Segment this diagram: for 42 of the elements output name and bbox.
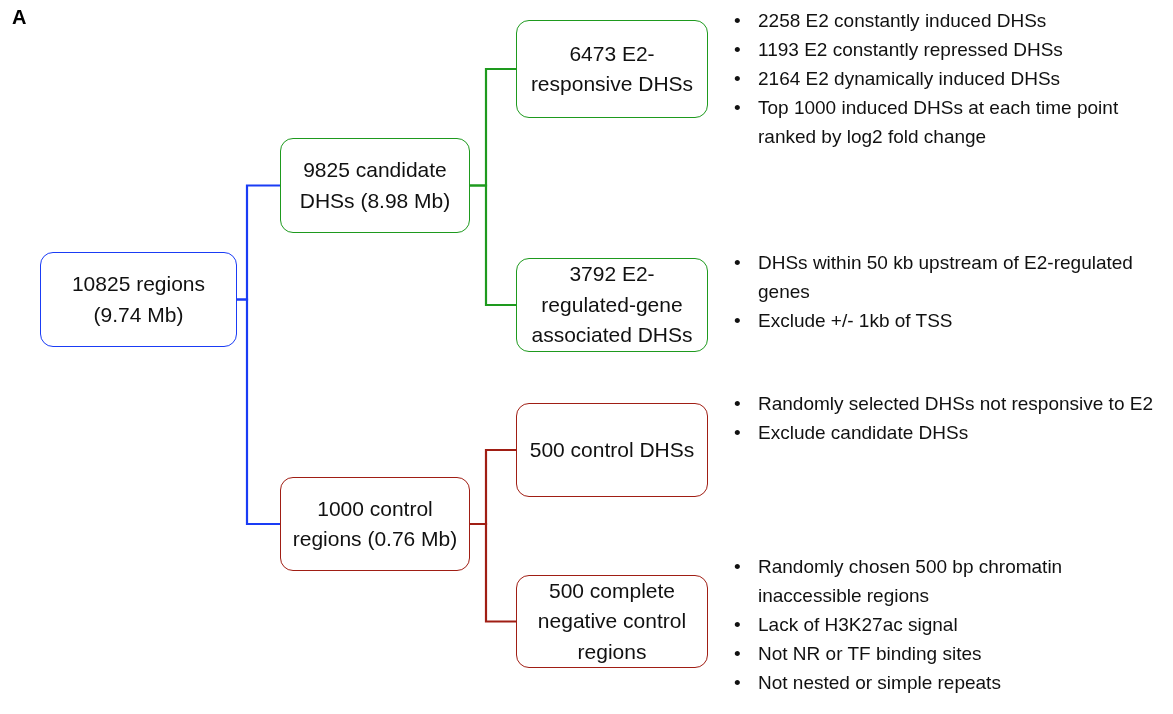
rounded-box (516, 575, 708, 668)
rounded-box (280, 477, 470, 571)
bullet-text: Not NR or TF binding sites (758, 642, 983, 666)
bullet-mark: • (733, 96, 742, 120)
bullet-text: Randomly selected DHSs not responsive to E2 (758, 392, 1154, 416)
rounded-box (40, 252, 237, 347)
rounded-box (280, 138, 470, 233)
bullet-mark: • (733, 642, 742, 666)
box-text: 6473 E2-responsive DHSs (529, 40, 695, 97)
rounded-box (516, 20, 708, 118)
bracket-connector (470, 522, 516, 623)
bullet-text: 2258 E2 constantly induced DHSs (758, 9, 1048, 33)
box-text: 500 complete negative control regions (536, 577, 688, 665)
bullet-mark: • (733, 67, 742, 91)
bullet-mark: • (733, 9, 742, 33)
rounded-box (516, 403, 708, 497)
bullet-text: Not nested or simple repeats (758, 671, 1002, 695)
box-text: 10825 regions (9.74 Mb) (70, 271, 207, 328)
bullet-text: Lack of H3K27ac signal (758, 613, 959, 637)
bullet-mark: • (733, 38, 742, 62)
panel-letter: A (12, 6, 27, 29)
bullet-text: 1193 E2 constantly repressed DHSs (758, 38, 1064, 62)
box-text: 1000 control regions (0.76 Mb) (291, 495, 459, 552)
bullet-mark: • (733, 671, 742, 695)
bullet-mark: • (733, 421, 742, 445)
bullet-text: Exclude +/- 1kb of TSS (758, 309, 954, 333)
bullet-text: 2164 E2 dynamically induced DHSs (758, 67, 1062, 91)
bullet-mark: • (733, 251, 742, 275)
bullet-mark: • (733, 392, 742, 416)
bullet-mark: • (733, 309, 742, 333)
bullet-text: Randomly chosen 500 bp chromatin inaccessible regions (758, 555, 1064, 608)
box-text: 3792 E2-regulated-gene associated DHSs (530, 261, 694, 349)
bullet-text: Exclude candidate DHSs (758, 421, 970, 445)
bullet-text: Top 1000 induced DHSs at each time point ranked by log2 fold change (758, 96, 1120, 149)
bullet-mark: • (733, 555, 742, 579)
rounded-box (516, 258, 708, 352)
bullet-text: DHSs within 50 kb upstream of E2-regulated genes (758, 251, 1134, 304)
bullet-mark: • (733, 613, 742, 637)
bracket-connector (470, 184, 516, 307)
box-text: 9825 candidate DHSs (8.98 Mb) (298, 157, 452, 214)
bracket-connector (237, 298, 280, 526)
box-text: 500 control DHSs (529, 436, 695, 463)
